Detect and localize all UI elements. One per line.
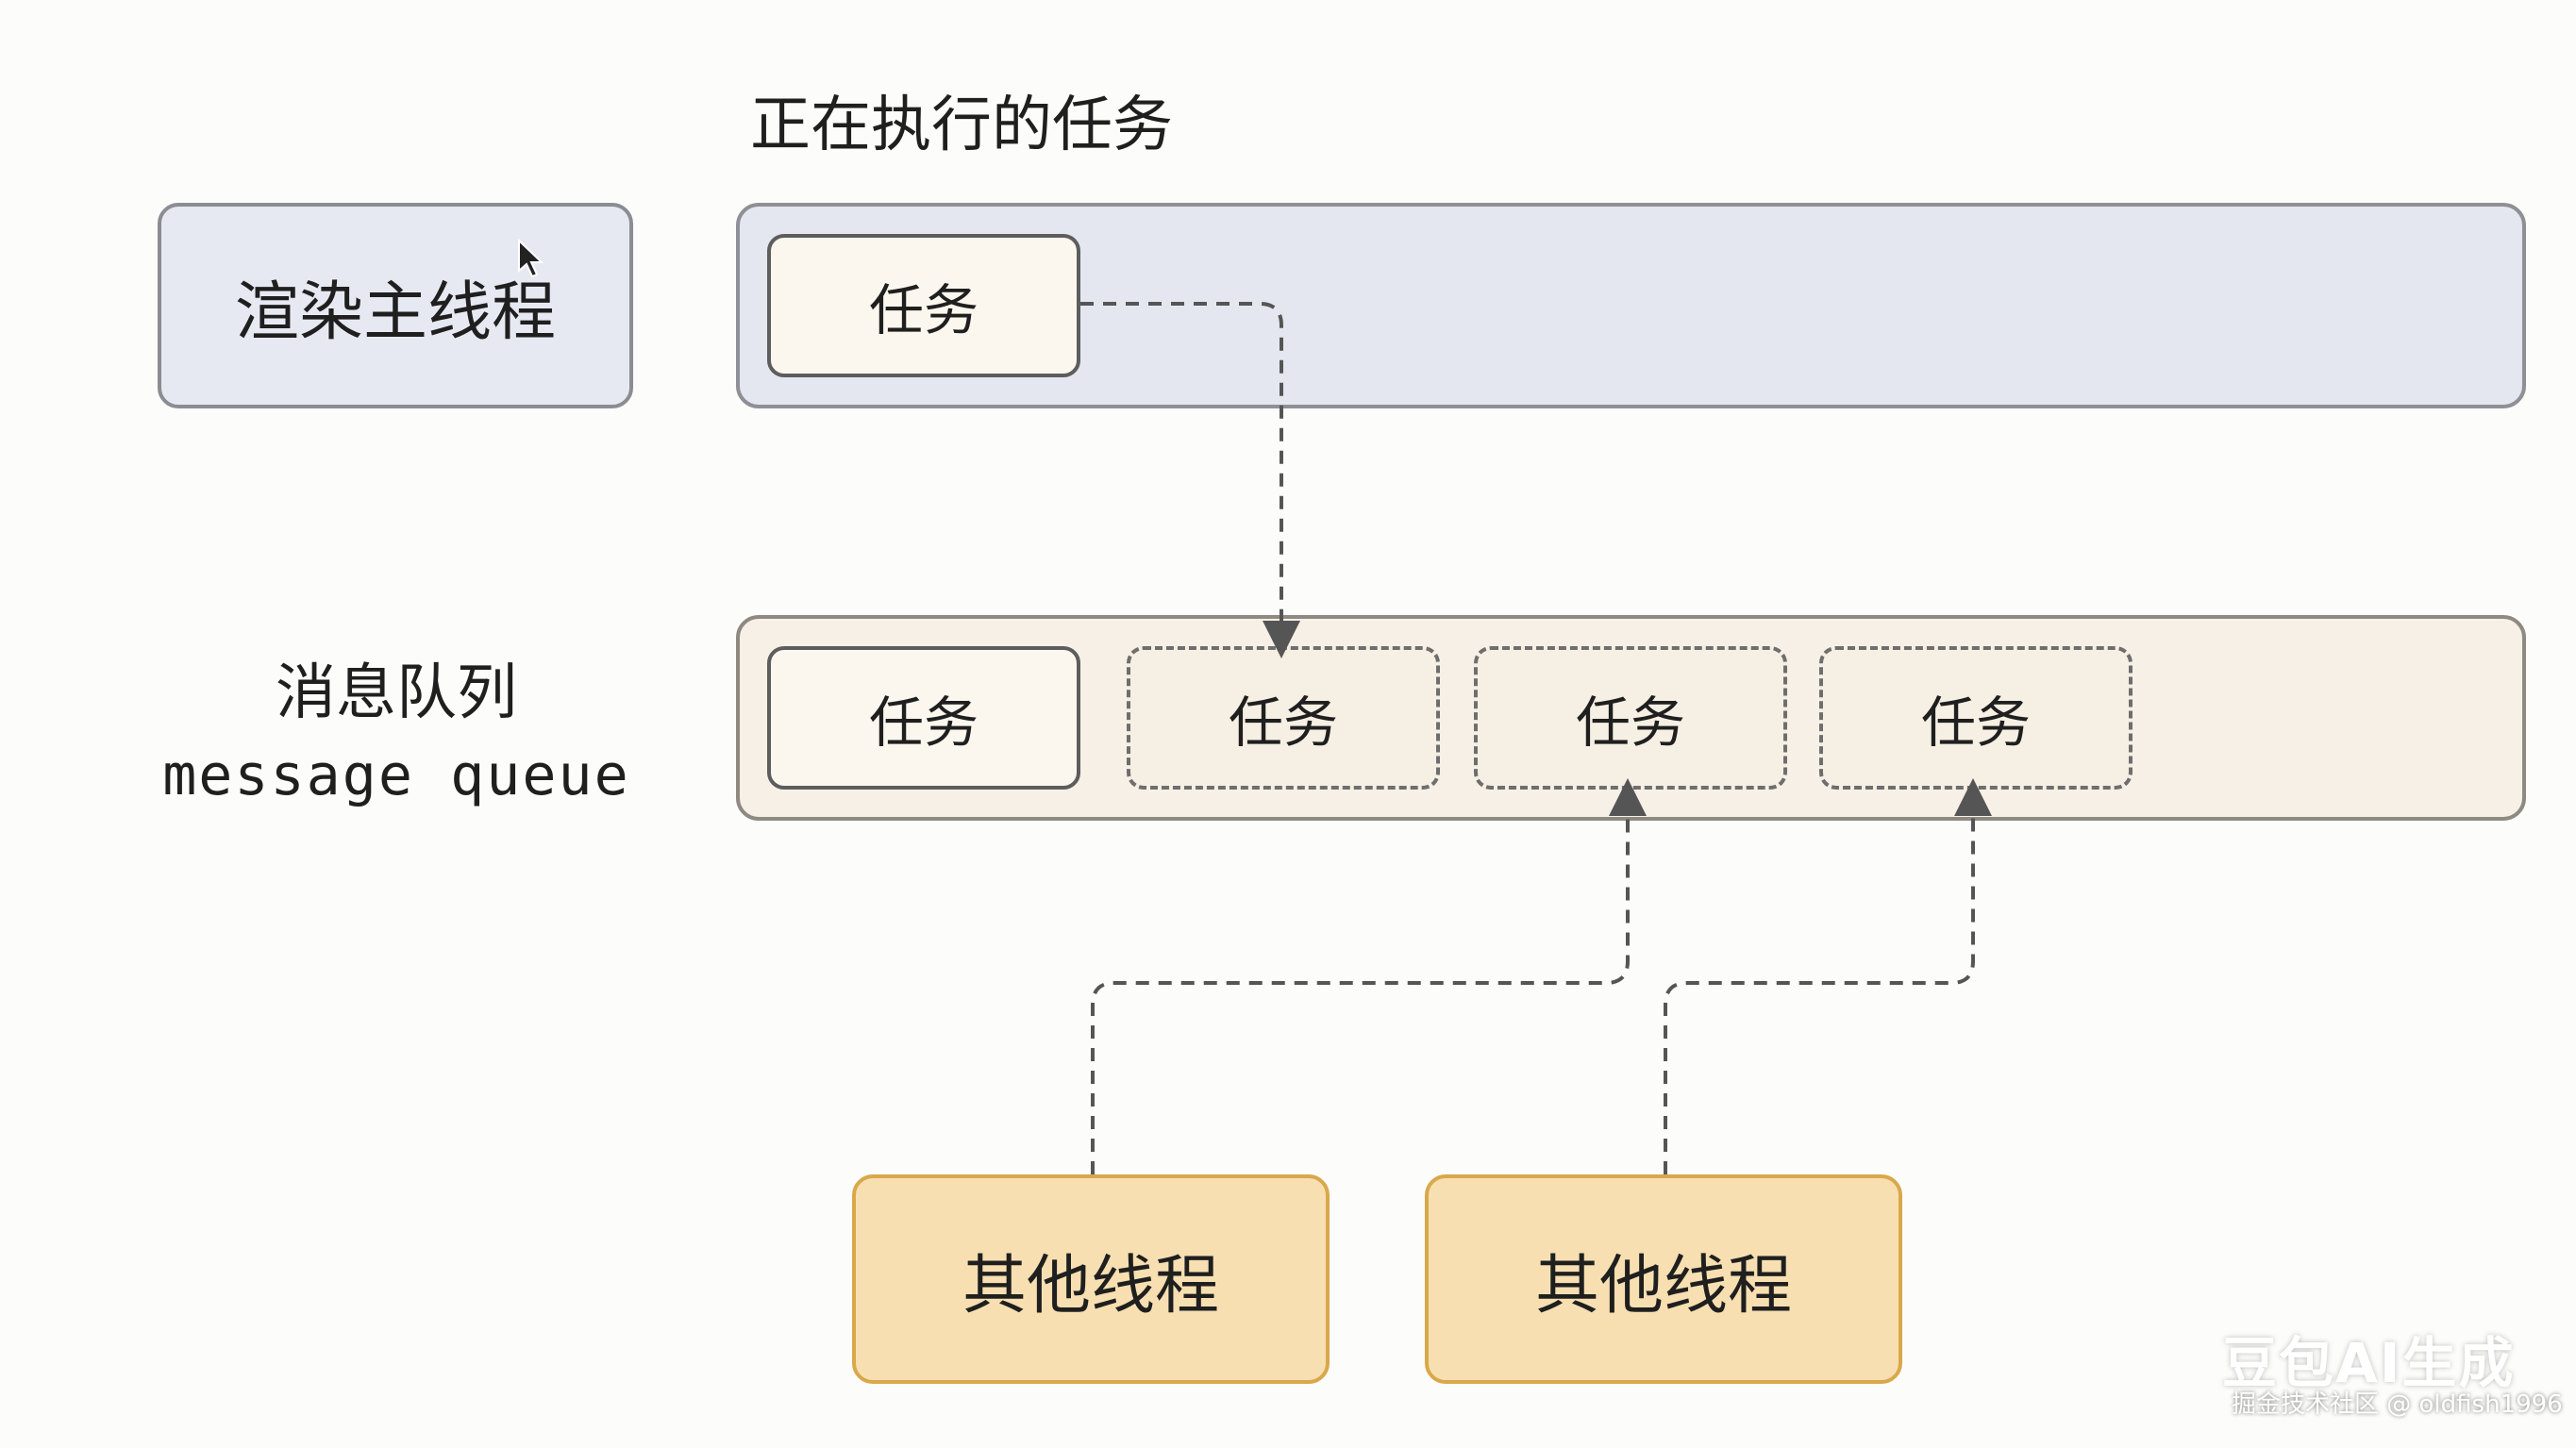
queue-task-label: 任务 <box>1575 691 1685 755</box>
queue-task-label: 任务 <box>1228 691 1338 755</box>
other-thread-box: 其他线程 <box>852 1174 1330 1384</box>
watermark-logo: 豆包AI生成 <box>2222 1331 2516 1395</box>
main-thread-label: 渲染主线程 <box>234 275 556 350</box>
connector-thread1-to-queue <box>1091 778 1647 1174</box>
other-thread-box: 其他线程 <box>1425 1174 1902 1384</box>
queue-task-label: 任务 <box>868 691 979 755</box>
connector-exec-to-queue <box>1080 302 1300 658</box>
main-thread-label-box: 渲染主线程 <box>158 203 633 408</box>
message-queue-label-en: message queue <box>162 742 630 808</box>
queue-task-label: 任务 <box>1920 691 2031 755</box>
queue-task-pending: 任务 <box>1474 646 1787 790</box>
queue-task-pending: 任务 <box>1819 646 2133 790</box>
other-thread-label: 其他线程 <box>962 1248 1219 1323</box>
diagram-title: 正在执行的任务 <box>750 91 1173 160</box>
watermark-text: 掘金技术社区 @ oldfish1996 <box>2232 1390 2563 1419</box>
other-thread-label: 其他线程 <box>1534 1248 1792 1323</box>
queue-task-pending: 任务 <box>1127 646 1440 790</box>
queue-task: 任务 <box>767 646 1080 790</box>
message-queue-label-zh: 消息队列 <box>276 658 517 728</box>
executing-task-label: 任务 <box>868 278 979 342</box>
message-queue-label: 消息队列 message queue <box>94 651 698 815</box>
executing-task: 任务 <box>767 234 1080 377</box>
mouse-cursor-icon <box>518 239 544 278</box>
connector-thread2-to-queue <box>1664 778 1992 1174</box>
